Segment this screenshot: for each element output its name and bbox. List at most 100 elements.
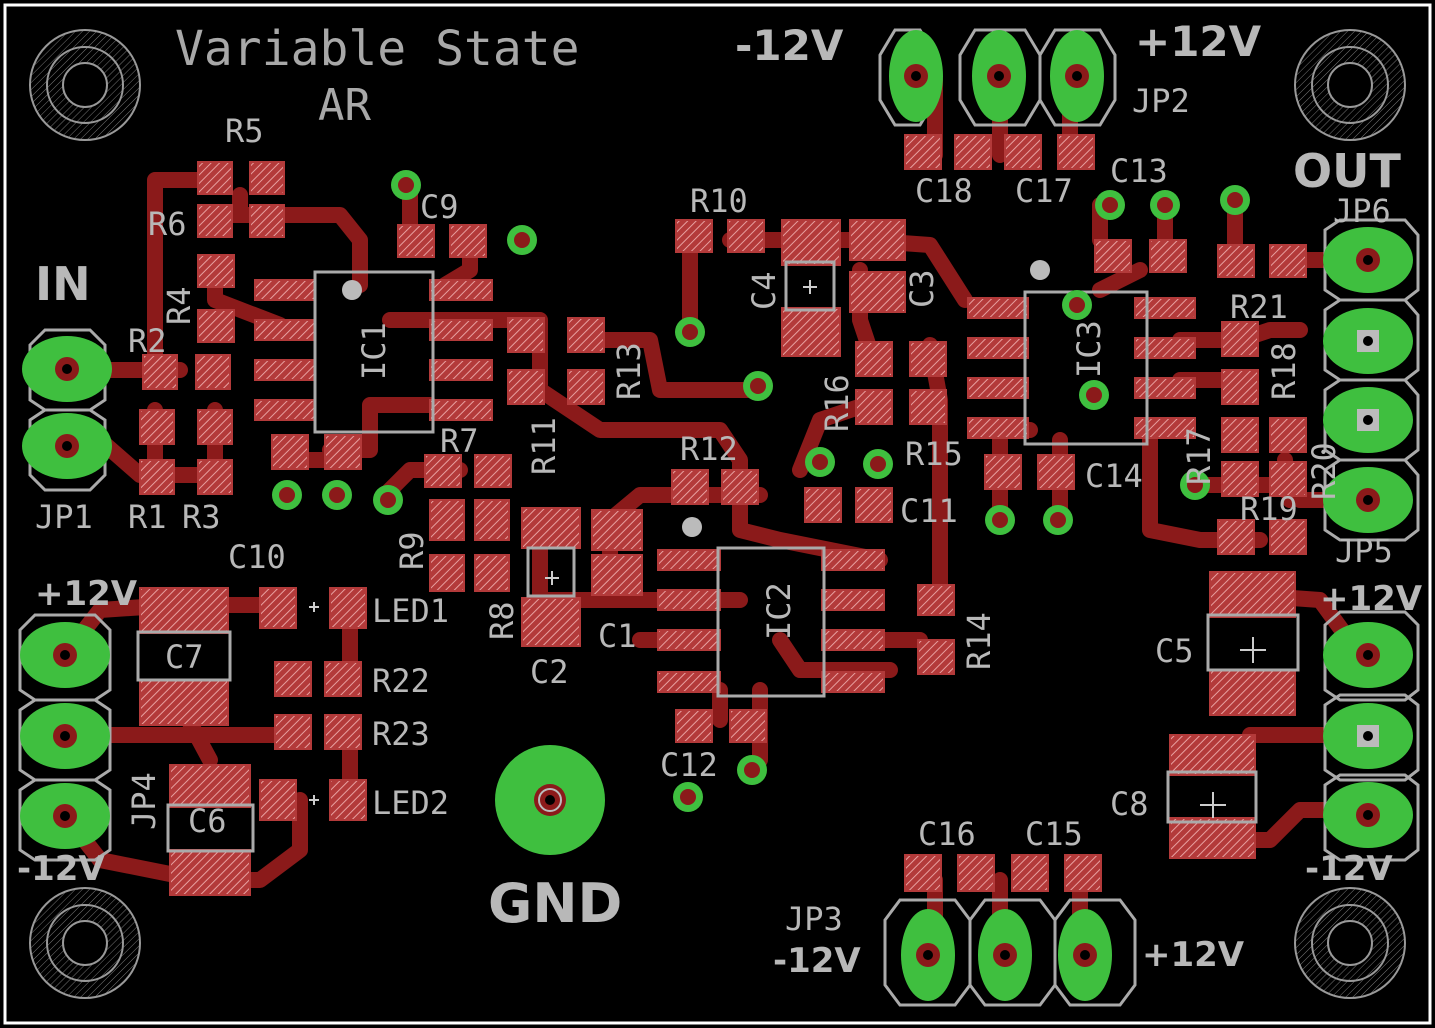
jp1-label: JP1 — [35, 498, 93, 536]
label-minus12v-bottom: -12V — [773, 941, 861, 981]
c8-label: C8 — [1110, 785, 1149, 823]
r21-label: R21 — [1230, 288, 1288, 326]
power-right-pin-2 — [1323, 703, 1413, 769]
jp5-pin-1 — [1323, 387, 1413, 453]
via — [391, 170, 421, 200]
via — [1180, 470, 1210, 500]
via — [1095, 190, 1125, 220]
r6-label: R6 — [148, 205, 187, 243]
jp3-pin-2 — [978, 909, 1032, 1001]
led2-label: LED2 — [372, 784, 449, 822]
jp3-pin-1 — [901, 909, 955, 1001]
r8-label: R8 — [483, 601, 521, 640]
via — [507, 225, 537, 255]
r11-label: R11 — [525, 417, 563, 475]
r14-label: R14 — [960, 612, 998, 670]
jp5-pin-2 — [1323, 467, 1413, 533]
smd-pads — [139, 134, 1307, 896]
jp2-label: JP2 — [1132, 82, 1190, 120]
label-gnd: GND — [488, 872, 622, 935]
ic1-outline — [313, 270, 435, 434]
jp2-pin-3 — [1050, 30, 1104, 122]
via — [322, 480, 352, 510]
jp6-label: JP6 — [1333, 192, 1391, 230]
via — [985, 505, 1015, 535]
via — [1062, 290, 1092, 320]
power-right-pin-1 — [1323, 622, 1413, 688]
silk-outlines — [18, 28, 1420, 1007]
power-right-pin-3 — [1323, 782, 1413, 848]
r15-label: R15 — [905, 435, 963, 473]
via — [737, 755, 767, 785]
via — [805, 447, 835, 477]
jp2-pin-2 — [972, 30, 1026, 122]
designators: JP1 JP2 JP3 JP4 JP5 JP6 IC1 IC2 IC3 R1 R… — [35, 82, 1393, 938]
ic3-label: IC3 — [1070, 320, 1108, 378]
jp4-pin-3 — [20, 783, 110, 849]
mounting-holes — [29, 29, 1406, 999]
ic2-outline — [716, 546, 826, 698]
r20-label: R20 — [1305, 442, 1343, 500]
c9-label: C9 — [420, 188, 459, 226]
r3-label: R3 — [182, 498, 221, 536]
c4-label: C4 — [745, 271, 783, 310]
r10-label: R10 — [690, 182, 748, 220]
r2-label: R2 — [128, 322, 167, 360]
c14-label: C14 — [1085, 457, 1143, 495]
mounting-hole-bottom-right — [1294, 887, 1406, 999]
jp3-label: JP3 — [785, 900, 843, 938]
c11-label: C11 — [900, 492, 958, 530]
c1-label: C1 — [598, 617, 637, 655]
label-plus12v-left: +12V — [35, 574, 138, 614]
jp1-pin-2 — [22, 413, 112, 479]
c18-label: C18 — [915, 172, 973, 210]
gnd-pad — [495, 745, 605, 855]
via — [675, 317, 705, 347]
via — [272, 480, 302, 510]
via — [863, 449, 893, 479]
jp6-pin-1 — [1323, 227, 1413, 293]
c15-label: C15 — [1025, 815, 1083, 853]
jp2-pin-1 — [889, 30, 943, 122]
r19-label: R19 — [1240, 490, 1298, 528]
via — [1220, 185, 1250, 215]
label-plus12v-bottom: +12V — [1142, 935, 1245, 975]
r17-label: R17 — [1180, 427, 1218, 485]
label-minus12v-right: -12V — [1305, 849, 1393, 889]
c13-label: C13 — [1110, 152, 1168, 190]
board-subtitle: AR — [318, 80, 371, 131]
r9-label: R9 — [393, 531, 431, 570]
label-out: OUT — [1293, 144, 1401, 198]
mounting-hole-bottom-left — [29, 887, 141, 999]
jp4-pin-2 — [20, 703, 110, 769]
via — [1043, 505, 1073, 535]
ic3-outline — [1023, 290, 1149, 446]
jp3-pin-3 — [1058, 909, 1112, 1001]
r23-label: R23 — [372, 715, 430, 753]
r7-label: R7 — [440, 422, 479, 460]
jp5-label: JP5 — [1335, 532, 1393, 570]
jp1-pin-1 — [22, 336, 112, 402]
c3-label: C3 — [903, 269, 941, 308]
vias — [272, 170, 1250, 812]
r12-label: R12 — [680, 430, 738, 468]
ic1-label: IC1 — [355, 322, 393, 380]
via — [1079, 380, 1109, 410]
r4-label: R4 — [160, 286, 198, 325]
orientation-marks — [342, 260, 1050, 537]
r18-label: R18 — [1265, 342, 1303, 400]
mounting-hole-top-left — [29, 29, 141, 141]
c10-label: C10 — [228, 538, 286, 576]
board-title: Variable State — [175, 21, 580, 77]
jp4-pin-1 — [20, 622, 110, 688]
c12-label: C12 — [660, 746, 718, 784]
r5-label: R5 — [225, 112, 264, 150]
jp4-label: JP4 — [125, 772, 163, 830]
c7-label: C7 — [165, 638, 204, 676]
label-minus12v-left: -12V — [17, 849, 105, 889]
c17-label: C17 — [1015, 172, 1073, 210]
label-plus12v-top: +12V — [1135, 17, 1262, 66]
polarity-marks — [309, 280, 1266, 818]
r13-label: R13 — [610, 342, 648, 400]
